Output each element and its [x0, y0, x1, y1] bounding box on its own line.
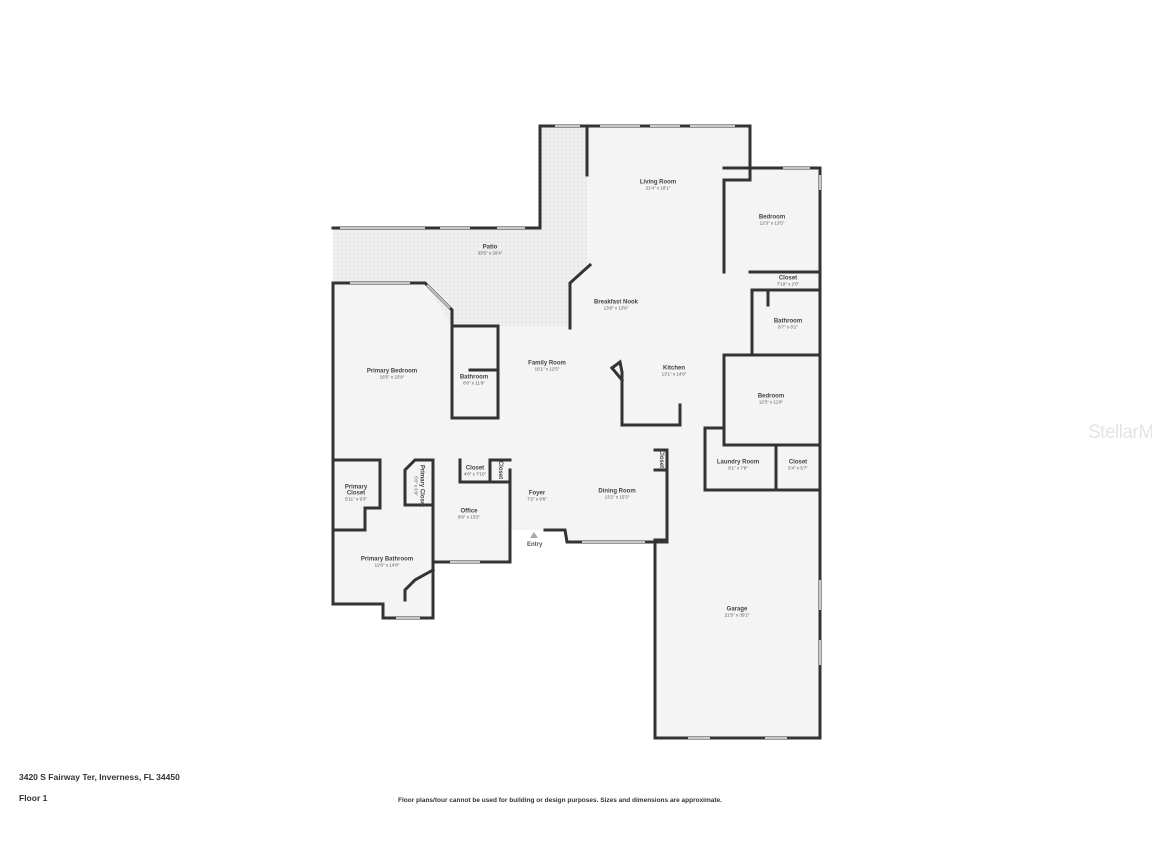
- entry-label: Entry: [527, 542, 543, 548]
- room-closet-4: Closet: [658, 449, 664, 469]
- room-closet-3: Closet: [497, 460, 503, 480]
- disclaimer: Floor plans/tour cannot be used for buil…: [398, 797, 722, 804]
- floor-area: [333, 126, 820, 738]
- patio-area: [333, 126, 587, 326]
- address: 3420 S Fairway Ter, Inverness, FL 34450: [19, 772, 180, 782]
- floor-label: Floor 1: [19, 793, 48, 803]
- watermark-logo: StellarMLS: [1088, 422, 1152, 443]
- entry-arrow-icon: [530, 532, 538, 538]
- windows: [340, 125, 821, 739]
